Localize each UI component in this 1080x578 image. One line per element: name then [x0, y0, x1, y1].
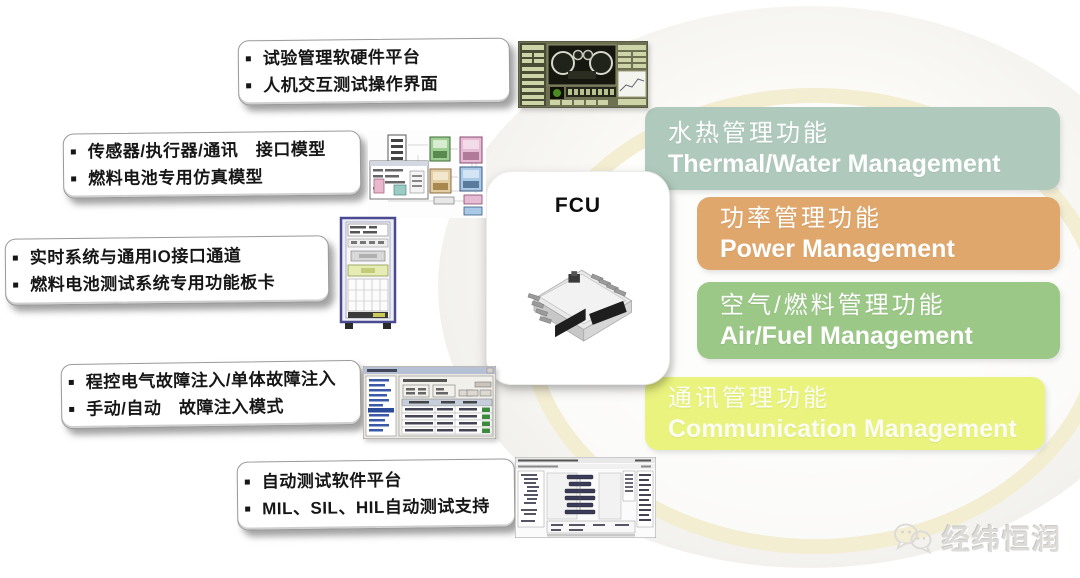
test-rack-thumbnail: [333, 215, 403, 333]
automation-test-software-thumbnail: [515, 457, 656, 538]
function-bar-communication: 通讯管理功能 Communication Management: [645, 377, 1045, 450]
wechat-icon: [893, 523, 932, 555]
callout-automation-test: 自动测试软件平台 MIL、SIL、HIL自动测试支持: [236, 458, 516, 531]
function-bar-thermal-water: 水热管理功能 Thermal/Water Management: [645, 107, 1060, 190]
callout-simulation-models: 传感器/执行器/通讯 接口模型 燃料电池专用仿真模型: [62, 130, 362, 199]
callout-line: 燃料电池测试系统专用功能板卡: [30, 269, 275, 298]
callout-line: 程控电气故障注入/单体故障注入: [86, 366, 337, 396]
simulation-model-thumbnail: [368, 131, 486, 218]
function-bar-air-fuel: 空气/燃料管理功能 Air/Fuel Management: [697, 282, 1060, 359]
callout-line: 人机交互测试操作界面: [263, 71, 438, 99]
callout-line: 手动/自动 故障注入模式: [86, 393, 337, 423]
callout-line: 试验管理软硬件平台: [263, 44, 438, 72]
callout-line: MIL、SIL、HIL自动测试支持: [262, 493, 490, 522]
function-bar-power: 功率管理功能 Power Management: [697, 197, 1060, 270]
callout-test-management: 试验管理软硬件平台 人机交互测试操作界面: [237, 37, 511, 106]
function-zh-label: 通讯管理功能: [668, 385, 830, 413]
function-en-label: Communication Management: [668, 415, 1017, 444]
function-en-label: Thermal/Water Management: [668, 150, 1001, 179]
ecu-device-image: [527, 269, 633, 342]
callout-line: 实时系统与通用IO接口通道: [30, 243, 275, 272]
callout-line: 自动测试软件平台: [262, 467, 490, 496]
function-en-label: Power Management: [720, 235, 955, 264]
callout-fault-injection: 程控电气故障注入/单体故障注入 手动/自动 故障注入模式: [60, 359, 362, 430]
function-zh-label: 空气/燃料管理功能: [720, 292, 946, 320]
brand-name: 经纬恒润: [941, 524, 1062, 555]
function-zh-label: 功率管理功能: [720, 205, 882, 233]
brand-watermark: 经纬恒润: [892, 518, 1062, 558]
fcu-card: FCU: [486, 171, 670, 385]
fcu-title: FCU: [554, 194, 602, 217]
callout-line: 传感器/执行器/通讯 接口模型: [88, 137, 326, 166]
hmi-dashboard-thumbnail: [518, 41, 648, 108]
callout-line: 燃料电池专用仿真模型: [88, 163, 326, 192]
callout-realtime-io: 实时系统与通用IO接口通道 燃料电池测试系统专用功能板卡: [4, 235, 330, 306]
function-zh-label: 水热管理功能: [668, 120, 830, 148]
fault-injection-software-thumbnail: [363, 366, 496, 439]
function-en-label: Air/Fuel Management: [720, 322, 973, 351]
